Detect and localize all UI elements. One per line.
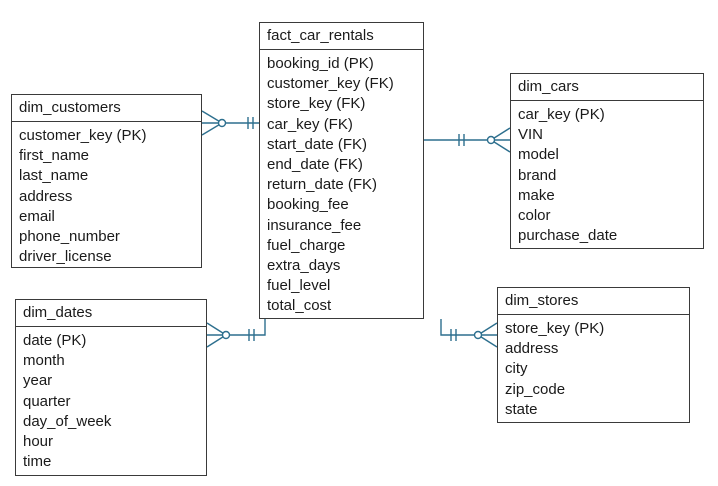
entity-field-list: car_key (PK) VIN model brand make color … <box>511 101 703 246</box>
field: time <box>23 453 52 471</box>
entity-title: dim_cars <box>511 74 703 101</box>
field: car_key (PK) <box>518 106 605 123</box>
entity-field-list: date (PK) month year quarter day_of_week… <box>16 327 206 472</box>
field: store_key (PK) <box>505 320 605 337</box>
field: booking_id (PK) <box>267 55 374 72</box>
entity-dim-customers: dim_customers customer_key (PK) first_na… <box>11 94 202 268</box>
entity-title: dim_stores <box>498 288 689 315</box>
field: return_date (FK) <box>267 176 378 194</box>
field: month <box>23 352 65 370</box>
field: model <box>518 146 559 164</box>
field: total_cost <box>267 297 332 315</box>
field: hour <box>23 432 54 450</box>
field: customer_key (FK) <box>267 75 394 93</box>
field: first_name <box>19 147 90 165</box>
entity-field-list: customer_key (PK) first_name last_name a… <box>12 122 201 267</box>
field: quarter <box>23 392 71 410</box>
connector-line <box>440 319 497 336</box>
connector-line <box>207 319 266 336</box>
entity-title: dim_customers <box>12 95 201 122</box>
field: brand <box>518 166 557 184</box>
entity-title: dim_dates <box>16 300 206 327</box>
field: day_of_week <box>23 412 112 430</box>
field: address <box>19 187 73 205</box>
field: make <box>518 186 555 204</box>
field: date (PK) <box>23 332 87 349</box>
field: fuel_charge <box>267 236 346 254</box>
entity-dim-stores: dim_stores store_key (PK) address city z… <box>497 287 690 423</box>
field: store_key (FK) <box>267 95 366 113</box>
field: address <box>505 340 559 358</box>
entity-field-list: booking_id (PK) customer_key (FK) store_… <box>260 50 423 316</box>
entity-fact-car-rentals: fact_car_rentals booking_id (PK) custome… <box>259 22 424 319</box>
field: year <box>23 372 53 390</box>
optional-circle <box>221 330 231 340</box>
field: booking_fee <box>267 196 349 214</box>
entity-dim-cars: dim_cars car_key (PK) VIN model brand ma… <box>510 73 704 249</box>
field: customer_key (PK) <box>19 127 147 144</box>
field: purchase_date <box>518 227 618 245</box>
optional-circle <box>473 330 483 340</box>
field: VIN <box>518 126 544 144</box>
field: fuel_level <box>267 277 331 295</box>
field: last_name <box>19 167 89 185</box>
field: start_date (FK) <box>267 135 368 153</box>
field: insurance_fee <box>267 216 362 234</box>
field: extra_days <box>267 256 341 274</box>
entity-title: fact_car_rentals <box>260 23 423 50</box>
field: end_date (FK) <box>267 155 363 173</box>
relationship-dates-fact <box>206 319 266 348</box>
entity-dim-dates: dim_dates date (PK) month year quarter d… <box>15 299 207 476</box>
relationship-cars-fact <box>424 127 511 153</box>
field: state <box>505 400 538 418</box>
field: zip_code <box>505 380 566 398</box>
entity-field-list: store_key (PK) address city zip_code sta… <box>498 315 689 420</box>
field: phone_number <box>19 227 120 245</box>
relationship-stores-fact <box>440 319 498 348</box>
optional-circle <box>217 118 227 128</box>
field: city <box>505 360 528 378</box>
field: email <box>19 207 55 225</box>
field: color <box>518 206 551 224</box>
field: driver_license <box>19 248 112 266</box>
optional-circle <box>486 135 496 145</box>
field: car_key (FK) <box>267 115 353 133</box>
relationship-customers-fact <box>201 110 259 136</box>
